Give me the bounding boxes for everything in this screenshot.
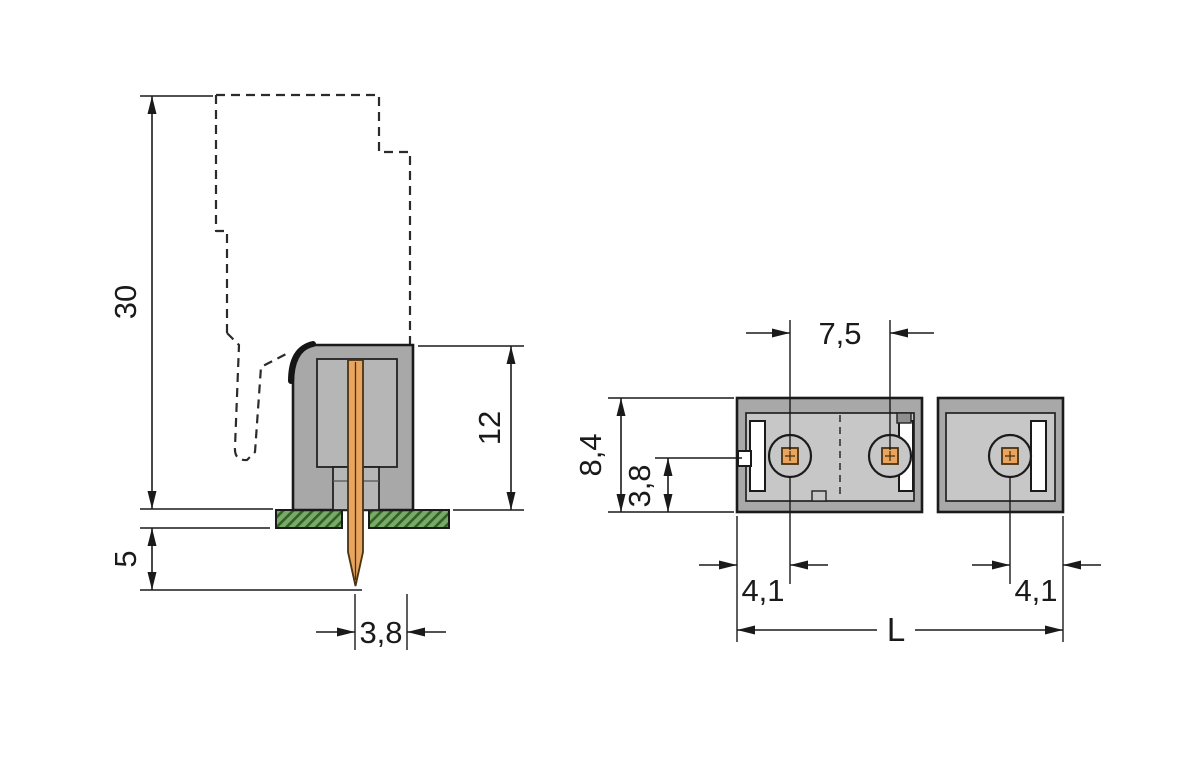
keying-slot-left xyxy=(749,420,766,492)
dimension-pin-offset: 3,8 xyxy=(316,594,446,650)
pin-position-last xyxy=(987,433,1033,479)
dimension-pin-row-offset: 3,8 xyxy=(622,457,742,512)
dim-label-total-length: L xyxy=(887,611,905,648)
dim-label-housing-depth: 8,4 xyxy=(573,433,608,476)
dimension-total-length: L xyxy=(737,611,1063,648)
dim-label-pin-row-offset: 3,8 xyxy=(622,464,657,507)
dim-label-pin-offset: 3,8 xyxy=(359,615,402,650)
dimension-housing-height: 12 xyxy=(418,345,524,511)
keying-slot-right xyxy=(1030,420,1047,492)
housing-latch-hook xyxy=(288,341,316,384)
dimension-edge-first-pin: 4,1 xyxy=(699,478,828,642)
top-view: 7,5 8,4 3,8 4,1 4,1 xyxy=(573,316,1101,648)
pcb-board-left xyxy=(275,509,343,529)
dimension-edge-last-pin: 4,1 xyxy=(972,478,1101,642)
dim-label-pin-below-board: 5 xyxy=(108,550,143,567)
bottom-edge-notch xyxy=(811,490,827,502)
housing-top-left-section xyxy=(735,396,924,514)
dimension-pin-below-board: 5 xyxy=(108,527,362,591)
dim-label-edge-first-pin: 4,1 xyxy=(741,573,784,608)
dimension-pole-pitch: 7,5 xyxy=(746,316,934,450)
dimension-housing-depth: 8,4 xyxy=(573,397,734,513)
dim-label-pole-pitch: 7,5 xyxy=(818,316,861,351)
top-edge-notch xyxy=(896,412,912,424)
dim-label-housing-height: 12 xyxy=(472,411,507,445)
side-view: 30 5 12 3,8 xyxy=(108,93,524,650)
mating-connector-phantom-outline xyxy=(214,93,412,462)
dim-label-total-height: 30 xyxy=(108,285,143,319)
housing-top-right-section xyxy=(936,396,1065,514)
dim-label-edge-last-pin: 4,1 xyxy=(1014,573,1057,608)
dimension-total-height: 30 xyxy=(108,95,273,510)
pcb-board-right xyxy=(368,509,450,529)
